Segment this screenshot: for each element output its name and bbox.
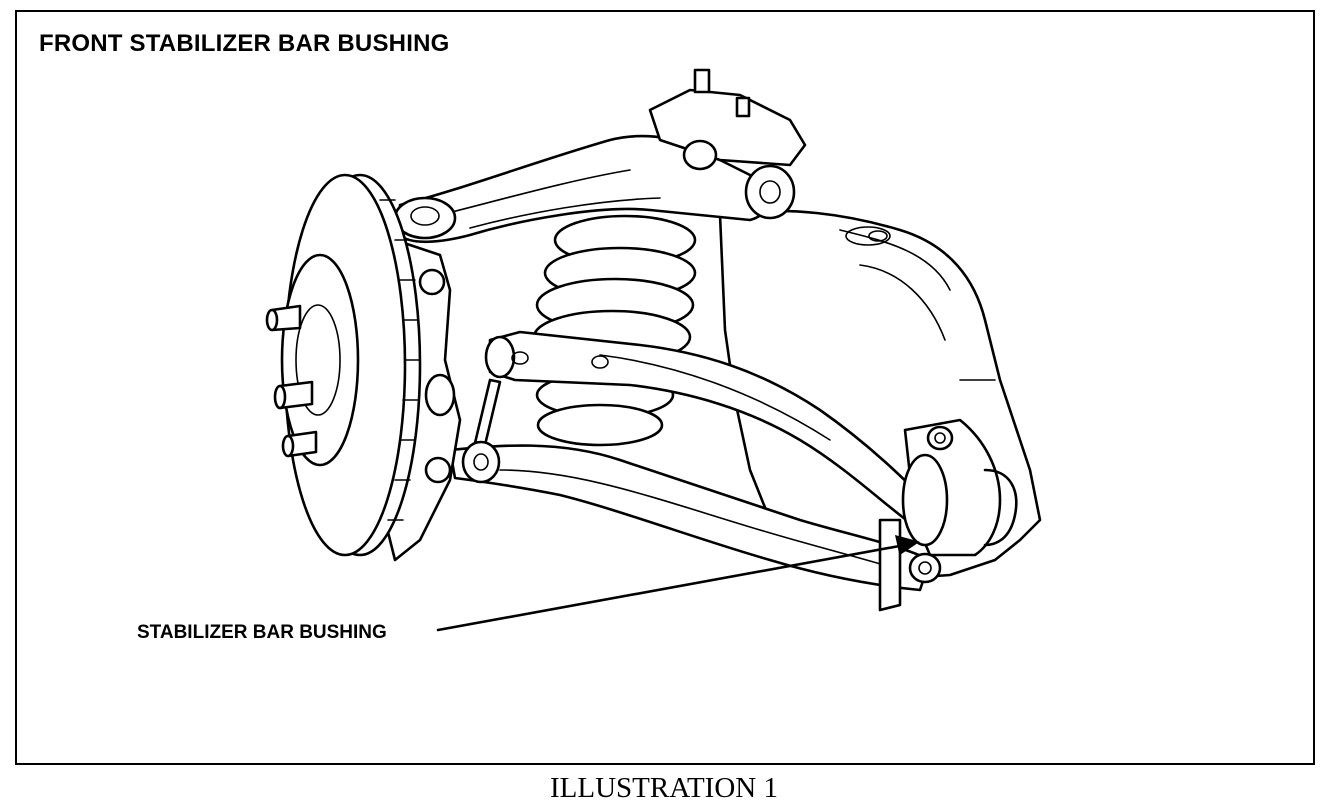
diagram-title: FRONT STABILIZER BAR BUSHING: [39, 30, 450, 57]
stabilizer-bar-bushing: [901, 418, 1018, 584]
illustration-caption: ILLUSTRATION 1: [550, 772, 778, 804]
wheel-studs: [265, 304, 318, 458]
upper-control-arm: [393, 68, 807, 244]
stabilizer-link: [461, 378, 502, 484]
stabilizer-bar-bushing-label: STABILIZER BAR BUSHING: [137, 622, 387, 643]
callout-arrowhead: [894, 534, 920, 556]
callout-leader: [436, 534, 920, 632]
coil-spring: [532, 214, 697, 447]
wheel-hub: [280, 253, 360, 467]
